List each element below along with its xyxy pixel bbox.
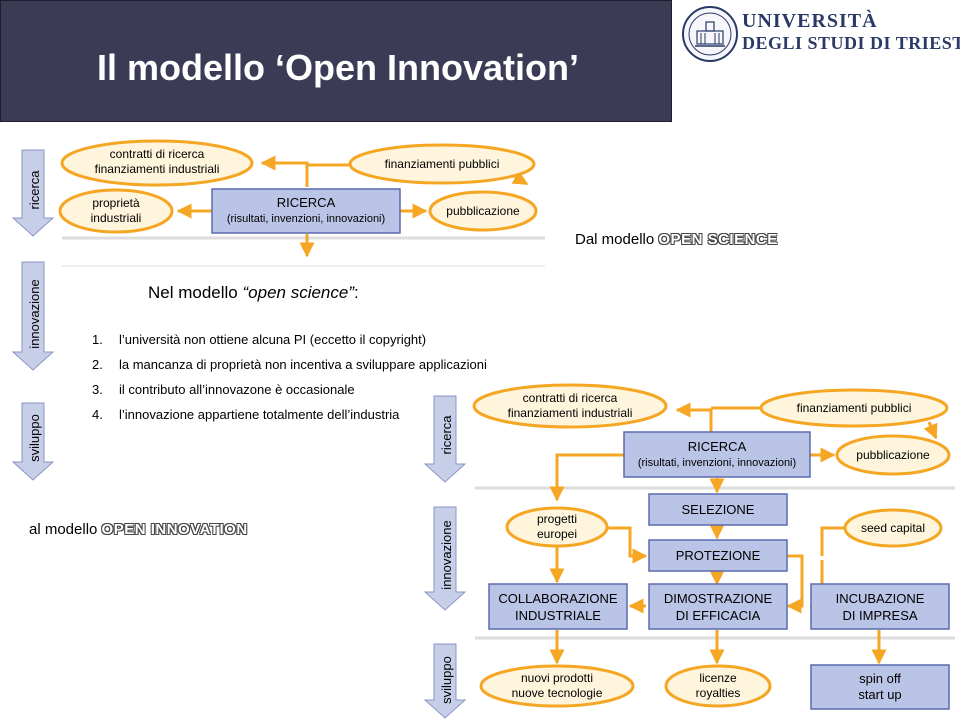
node-label: PROTEZIONE bbox=[676, 548, 761, 563]
list-item-text: l’innovazione appartiene totalmente dell… bbox=[119, 407, 400, 422]
node-label: proprietà bbox=[92, 196, 140, 210]
node-proprieta-industriali: proprietà industriali bbox=[58, 188, 174, 234]
university-name-line2: DEGLI STUDI DI TRIESTE bbox=[742, 33, 960, 53]
heading-suffix: : bbox=[354, 283, 359, 302]
node-label: pubblicazione bbox=[856, 448, 930, 462]
node-label: finanziamenti industriali bbox=[95, 162, 220, 176]
list-item-text: il contributo all’innovazone è occasiona… bbox=[119, 382, 355, 397]
node-label: (risultati, invenzioni, innovazioni) bbox=[638, 457, 796, 469]
node-label: pubblicazione bbox=[446, 204, 520, 218]
university-logo: UNIVERSITÀ DEGLI STUDI DI TRIESTE bbox=[680, 4, 960, 64]
caption-open-innovation-prefix: al modello bbox=[29, 521, 98, 538]
node-label: INDUSTRIALE bbox=[515, 608, 601, 623]
node-ricerca: RICERCA (risultati, invenzioni, innovazi… bbox=[623, 431, 811, 478]
node-protezione: PROTEZIONE bbox=[648, 539, 788, 572]
list-item-number: 3. bbox=[92, 382, 103, 397]
node-incubazione-impresa: INCUBAZIONE DI IMPRESA bbox=[810, 583, 950, 630]
node-label: spin off bbox=[859, 671, 901, 686]
stage-label: ricerca bbox=[439, 415, 454, 455]
node-label: finanziamenti industriali bbox=[508, 406, 633, 420]
open-science-heading: Nel modello “open science”: bbox=[148, 283, 359, 302]
list-item-number: 1. bbox=[92, 332, 103, 347]
node-dimostrazione-efficacia: DIMOSTRAZIONE DI EFFICACIA bbox=[648, 583, 788, 630]
node-label: royalties bbox=[696, 686, 741, 700]
node-label: DI EFFICACIA bbox=[676, 608, 761, 623]
caption-open-science: Dal modello OPEN SCIENCE bbox=[575, 231, 778, 248]
title-bar: Il modello ‘Open Innovation’ bbox=[0, 0, 672, 122]
node-label: INCUBAZIONE bbox=[836, 591, 925, 606]
page-title: Il modello ‘Open Innovation’ bbox=[97, 47, 580, 88]
connector-line bbox=[820, 526, 845, 556]
open-innovation-diagram: ricerca innovazione sviluppo contr bbox=[423, 383, 955, 719]
node-label: contratti di ricerca bbox=[523, 391, 618, 405]
stage-label: sviluppo bbox=[27, 414, 42, 462]
node-pubblicazione: pubblicazione bbox=[428, 190, 538, 232]
node-finanziamenti-pubblici: finanziamenti pubblici bbox=[759, 388, 949, 428]
node-nuovi-prodotti: nuovi prodotti nuove tecnologie bbox=[479, 664, 635, 708]
node-licenze-royalties: licenze royalties bbox=[664, 664, 772, 708]
node-label: europei bbox=[537, 527, 577, 541]
caption-open-innovation-emphasis: OPEN INNOVATION bbox=[101, 521, 248, 538]
connector-arrow bbox=[786, 554, 804, 614]
open-science-diagram: ricerca innovazione sviluppo contratti d… bbox=[11, 139, 545, 481]
stage-arrow-sviluppo: sviluppo bbox=[11, 402, 55, 481]
node-collaborazione-industriale: COLLABORAZIONE INDUSTRIALE bbox=[488, 583, 628, 630]
node-label: contratti di ricerca bbox=[110, 147, 205, 161]
stage-arrow-ricerca: ricerca bbox=[423, 395, 467, 483]
node-label: industriali bbox=[91, 211, 142, 225]
node-label: RICERCA bbox=[277, 195, 336, 210]
node-label: DIMOSTRAZIONE bbox=[664, 591, 773, 606]
node-label: DI IMPRESA bbox=[842, 608, 917, 623]
connector-arrow bbox=[511, 170, 529, 186]
university-seal-icon bbox=[682, 6, 738, 62]
node-label: progetti bbox=[537, 512, 577, 526]
university-name: UNIVERSITÀ DEGLI STUDI DI TRIESTE bbox=[742, 10, 960, 54]
connector-arrow bbox=[923, 421, 938, 440]
list-item-number: 4. bbox=[92, 407, 103, 422]
heading-emphasis: “open science” bbox=[243, 283, 356, 302]
node-label: (risultati, invenzioni, innovazioni) bbox=[227, 213, 385, 225]
node-label: RICERCA bbox=[688, 439, 747, 454]
node-label: nuove tecnologie bbox=[512, 686, 603, 700]
node-label: SELEZIONE bbox=[682, 502, 755, 517]
connector-arrow bbox=[675, 402, 713, 432]
stage-arrow-innovazione: innovazione bbox=[423, 506, 467, 611]
stage-arrow-innovazione: innovazione bbox=[11, 261, 55, 371]
node-progetti-europei: progetti europei bbox=[505, 506, 609, 548]
connector-arrow bbox=[549, 453, 624, 502]
node-label: COLLABORAZIONE bbox=[498, 591, 618, 606]
stage-label: innovazione bbox=[439, 520, 454, 589]
node-label: start up bbox=[858, 687, 901, 702]
node-label: finanziamenti pubblici bbox=[385, 157, 500, 171]
heading-prefix: Nel modello bbox=[148, 283, 243, 302]
node-selezione: SELEZIONE bbox=[648, 493, 788, 526]
node-label: nuovi prodotti bbox=[521, 671, 593, 685]
list-item-text: la mancanza di proprietà non incentiva a… bbox=[119, 357, 487, 372]
node-contratti-ricerca: contratti di ricerca finanziamenti indus… bbox=[60, 139, 254, 187]
node-label: finanziamenti pubblici bbox=[797, 401, 912, 415]
caption-open-innovation: al modello OPEN INNOVATION bbox=[29, 521, 248, 538]
stage-label: innovazione bbox=[27, 279, 42, 348]
stage-arrow-sviluppo: sviluppo bbox=[423, 643, 467, 719]
list-item-text: l’università non ottiene alcuna PI (ecce… bbox=[119, 332, 426, 347]
node-finanziamenti-pubblici: finanziamenti pubblici bbox=[348, 143, 536, 185]
node-spin-off: spin off start up bbox=[810, 664, 950, 710]
caption-open-science-prefix: Dal modello bbox=[575, 231, 655, 248]
stage-label: ricerca bbox=[27, 170, 42, 210]
node-seed-capital: seed capital bbox=[843, 508, 943, 548]
node-label: seed capital bbox=[861, 521, 925, 535]
list-item-number: 2. bbox=[92, 357, 103, 372]
node-label: licenze bbox=[699, 671, 737, 685]
connector-arrow bbox=[260, 155, 309, 187]
caption-open-science-emphasis: OPEN SCIENCE bbox=[658, 231, 778, 248]
stage-label: sviluppo bbox=[439, 656, 454, 704]
connector-arrow bbox=[605, 526, 648, 564]
university-name-line1: UNIVERSITÀ bbox=[742, 10, 878, 32]
open-science-list: 1. l’università non ottiene alcuna PI (e… bbox=[92, 332, 487, 422]
node-pubblicazione: pubblicazione bbox=[835, 434, 951, 476]
stage-arrow-ricerca: ricerca bbox=[11, 149, 55, 237]
node-ricerca: RICERCA (risultati, invenzioni, innovazi… bbox=[211, 188, 401, 234]
node-contratti-ricerca: contratti di ricerca finanziamenti indus… bbox=[472, 383, 668, 429]
